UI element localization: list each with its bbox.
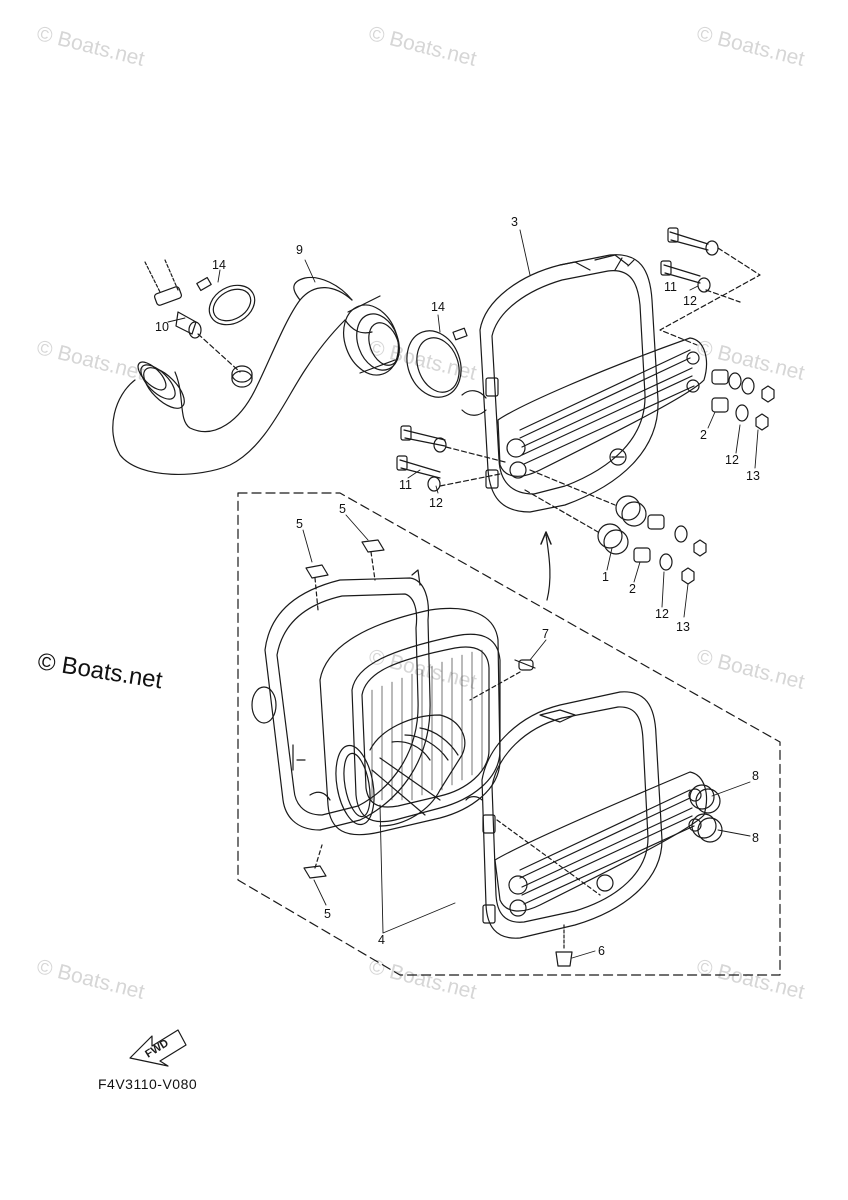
callout-12: 12 bbox=[655, 607, 669, 621]
intake-bell bbox=[335, 714, 466, 827]
air-box-lower-case bbox=[251, 569, 431, 831]
callout-6: 6 bbox=[598, 944, 605, 958]
grommet bbox=[231, 365, 253, 388]
callout-5: 5 bbox=[339, 502, 346, 516]
leader-lines bbox=[167, 229, 759, 959]
callout-13: 13 bbox=[746, 469, 760, 483]
assembly-arrow bbox=[545, 534, 551, 601]
air-box-upper bbox=[461, 254, 708, 513]
callout-8: 8 bbox=[752, 769, 759, 783]
hose-clamp bbox=[196, 276, 256, 326]
gasket bbox=[319, 607, 501, 836]
callout-2: 2 bbox=[700, 428, 707, 442]
callout-2: 2 bbox=[629, 582, 636, 596]
callout-12: 12 bbox=[429, 496, 443, 510]
callout-1: 1 bbox=[602, 570, 609, 584]
callout-10: 10 bbox=[155, 320, 169, 334]
fastener-set bbox=[396, 227, 775, 585]
exploded-view-outline bbox=[237, 492, 781, 976]
callout-12: 12 bbox=[683, 294, 697, 308]
callout-9: 9 bbox=[296, 243, 303, 257]
hose-fitting bbox=[144, 259, 241, 373]
callout-11: 11 bbox=[399, 478, 412, 492]
callout-11: 11 bbox=[664, 280, 677, 294]
callout-4: 4 bbox=[378, 933, 385, 947]
callout-5: 5 bbox=[324, 907, 331, 921]
callout-14: 14 bbox=[212, 258, 226, 272]
callout-5: 5 bbox=[296, 517, 303, 531]
callout-7: 7 bbox=[542, 627, 549, 641]
callout-8: 8 bbox=[752, 831, 759, 845]
screw bbox=[469, 659, 536, 701]
callout-3: 3 bbox=[511, 215, 518, 229]
callout-14: 14 bbox=[431, 300, 445, 314]
air-box-cover bbox=[465, 691, 708, 939]
hose-clamp bbox=[406, 327, 468, 398]
intake-duct bbox=[112, 276, 400, 475]
grommet-8 bbox=[689, 784, 723, 843]
callout-12: 12 bbox=[725, 453, 739, 467]
clip bbox=[303, 539, 385, 879]
callout-13: 13 bbox=[676, 620, 690, 634]
figure-code: F4V3110-V080 bbox=[98, 1076, 198, 1092]
forward-direction-arrow: FWD bbox=[129, 1029, 187, 1067]
drain-plug bbox=[555, 924, 573, 967]
